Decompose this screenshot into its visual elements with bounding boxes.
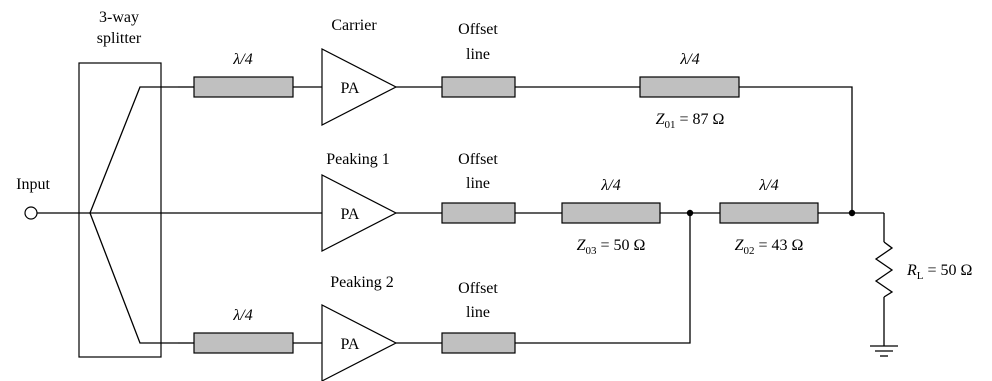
carrier-input-quarter-wave-label: λ/4 xyxy=(232,51,252,68)
z02-impedance-label: Z02 = 43 Ω xyxy=(735,237,804,257)
input-port xyxy=(24,206,38,220)
peaking1-offset-label-line2: line xyxy=(466,175,490,192)
carrier-offset-label-line2: line xyxy=(466,46,490,63)
z01-quarter-wave-label: λ/4 xyxy=(679,51,699,68)
z01-impedance-label: Z01 = 87 Ω xyxy=(656,111,725,131)
input-label: Input xyxy=(16,176,50,193)
z02-quarter-wave-line xyxy=(719,202,819,224)
carrier-offset-label-line1: Offset xyxy=(458,21,498,38)
carrier-title: Carrier xyxy=(331,17,377,34)
peaking2-title: Peaking 2 xyxy=(330,274,394,291)
peaking1-offset-line xyxy=(441,202,516,224)
peaking2-offset-label-line1: Offset xyxy=(458,280,498,297)
peaking1-title: Peaking 1 xyxy=(326,151,390,168)
carrier-pa-triangle xyxy=(321,48,398,126)
peaking2-branch-wires xyxy=(178,213,691,344)
peaking1-pa-triangle xyxy=(321,174,398,252)
carrier-pa-label: PA xyxy=(341,80,360,97)
three-way-splitter xyxy=(37,62,322,358)
peaking1-pa-label: PA xyxy=(341,206,360,223)
junction-dot-load xyxy=(848,209,856,217)
peaking2-pa-triangle xyxy=(321,304,398,381)
load-resistor xyxy=(874,213,894,346)
peaking2-offset-line xyxy=(441,332,516,354)
z03-impedance-label: Z03 = 50 Ω xyxy=(577,237,646,257)
splitter-label-line2: splitter xyxy=(97,30,142,47)
z01-quarter-wave-line xyxy=(639,76,740,98)
z03-quarter-wave-label: λ/4 xyxy=(600,177,620,194)
peaking2-pa-label: PA xyxy=(341,336,360,353)
peaking2-input-quarter-wave-label: λ/4 xyxy=(232,307,252,324)
splitter-label-line1: 3-way xyxy=(99,9,139,26)
z03-quarter-wave-line xyxy=(561,202,661,224)
carrier-input-quarter-wave-line xyxy=(193,76,294,98)
peaking1-offset-label-line1: Offset xyxy=(458,151,498,168)
carrier-offset-line xyxy=(441,76,516,98)
load-resistor-label: RL = 50 Ω xyxy=(906,262,973,282)
peaking2-input-quarter-wave-line xyxy=(193,332,294,354)
peaking2-offset-label-line2: line xyxy=(466,304,490,321)
ground-icon xyxy=(870,345,898,357)
z02-quarter-wave-label: λ/4 xyxy=(758,177,778,194)
carrier-branch-wires xyxy=(178,86,853,213)
